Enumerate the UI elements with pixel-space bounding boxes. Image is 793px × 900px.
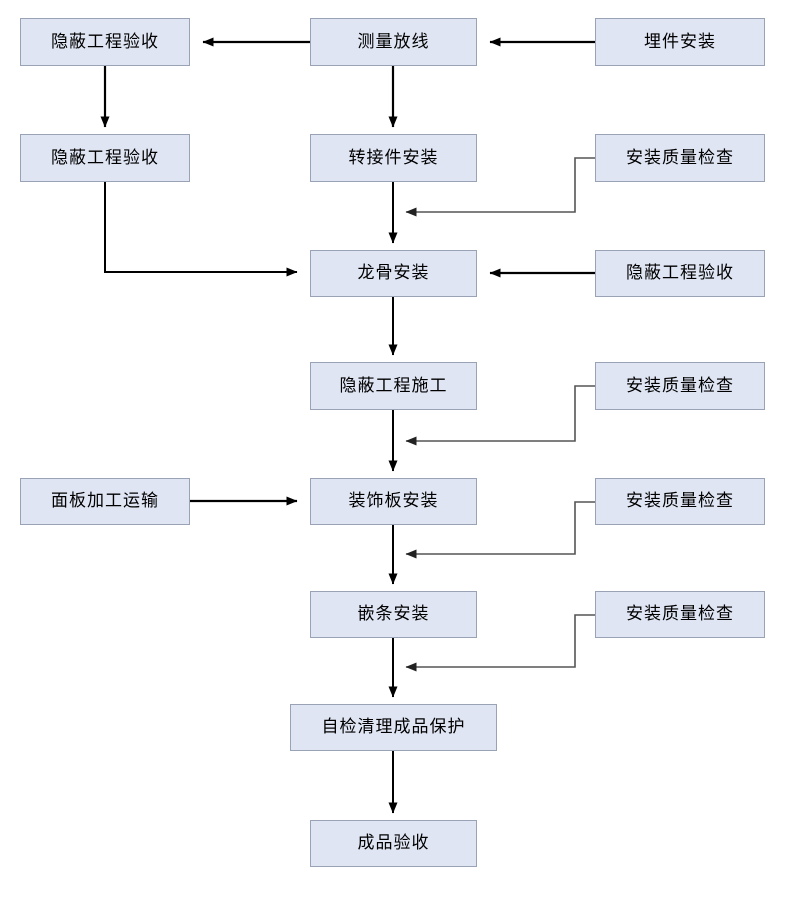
- edge-n4-elbow: [104, 182, 298, 277]
- node-label: 埋件安装: [644, 31, 716, 52]
- node-label: 面板加工运输: [51, 491, 159, 511]
- node-adapter-installation[interactable]: 转接件安装: [310, 134, 477, 182]
- node-insert-strip-installation[interactable]: 嵌条安装: [310, 591, 477, 638]
- node-hidden-work-acceptance-row3[interactable]: 隐蔽工程验收: [595, 250, 765, 297]
- node-label: 装饰板安装: [348, 491, 439, 511]
- node-self-inspection-cleanup-protection[interactable]: 自检清理成品保护: [290, 704, 497, 751]
- node-installation-quality-check-row2[interactable]: 安装质量检查: [595, 134, 765, 182]
- node-surveying-layout[interactable]: 测量放线: [310, 18, 477, 66]
- node-label: 隐蔽工程施工: [339, 375, 448, 396]
- node-label: 安装质量检查: [626, 147, 734, 168]
- edge-n15-elbow: [405, 614, 595, 672]
- node-hidden-work-acceptance-row2[interactable]: 隐蔽工程验收: [20, 134, 190, 182]
- node-panel-fabrication-transport[interactable]: 面板加工运输: [20, 478, 190, 525]
- node-finished-product-acceptance[interactable]: 成品验收: [310, 820, 477, 867]
- node-label: 隐蔽工程验收: [51, 147, 159, 168]
- node-label: 隐蔽工程验收: [51, 31, 159, 52]
- node-label: 隐蔽工程验收: [626, 263, 734, 283]
- edge-n10-elbow: [405, 385, 595, 446]
- node-label: 龙骨安装: [357, 263, 430, 283]
- node-installation-quality-check-row4[interactable]: 安装质量检查: [595, 362, 765, 410]
- edge-n6-elbow: [405, 157, 595, 217]
- node-label: 测量放线: [357, 31, 430, 52]
- node-installation-quality-check-row5[interactable]: 安装质量检查: [595, 478, 765, 525]
- node-keel-installation[interactable]: 龙骨安装: [310, 250, 477, 297]
- node-label: 转接件安装: [348, 147, 439, 168]
- node-hidden-work-construction[interactable]: 隐蔽工程施工: [310, 362, 477, 410]
- node-label: 安装质量检查: [626, 375, 734, 396]
- node-label: 自检清理成品保护: [321, 717, 466, 737]
- edge-n13-elbow: [405, 501, 595, 559]
- node-label: 安装质量检查: [626, 604, 734, 624]
- node-label: 嵌条安装: [357, 604, 430, 624]
- node-embedded-parts-installation[interactable]: 埋件安装: [595, 18, 765, 66]
- node-hidden-work-acceptance-top[interactable]: 隐蔽工程验收: [20, 18, 190, 66]
- node-label: 成品验收: [357, 833, 430, 853]
- node-label: 安装质量检查: [626, 491, 734, 511]
- node-installation-quality-check-row6[interactable]: 安装质量检查: [595, 591, 765, 638]
- node-decorative-panel-installation[interactable]: 装饰板安装: [310, 478, 477, 525]
